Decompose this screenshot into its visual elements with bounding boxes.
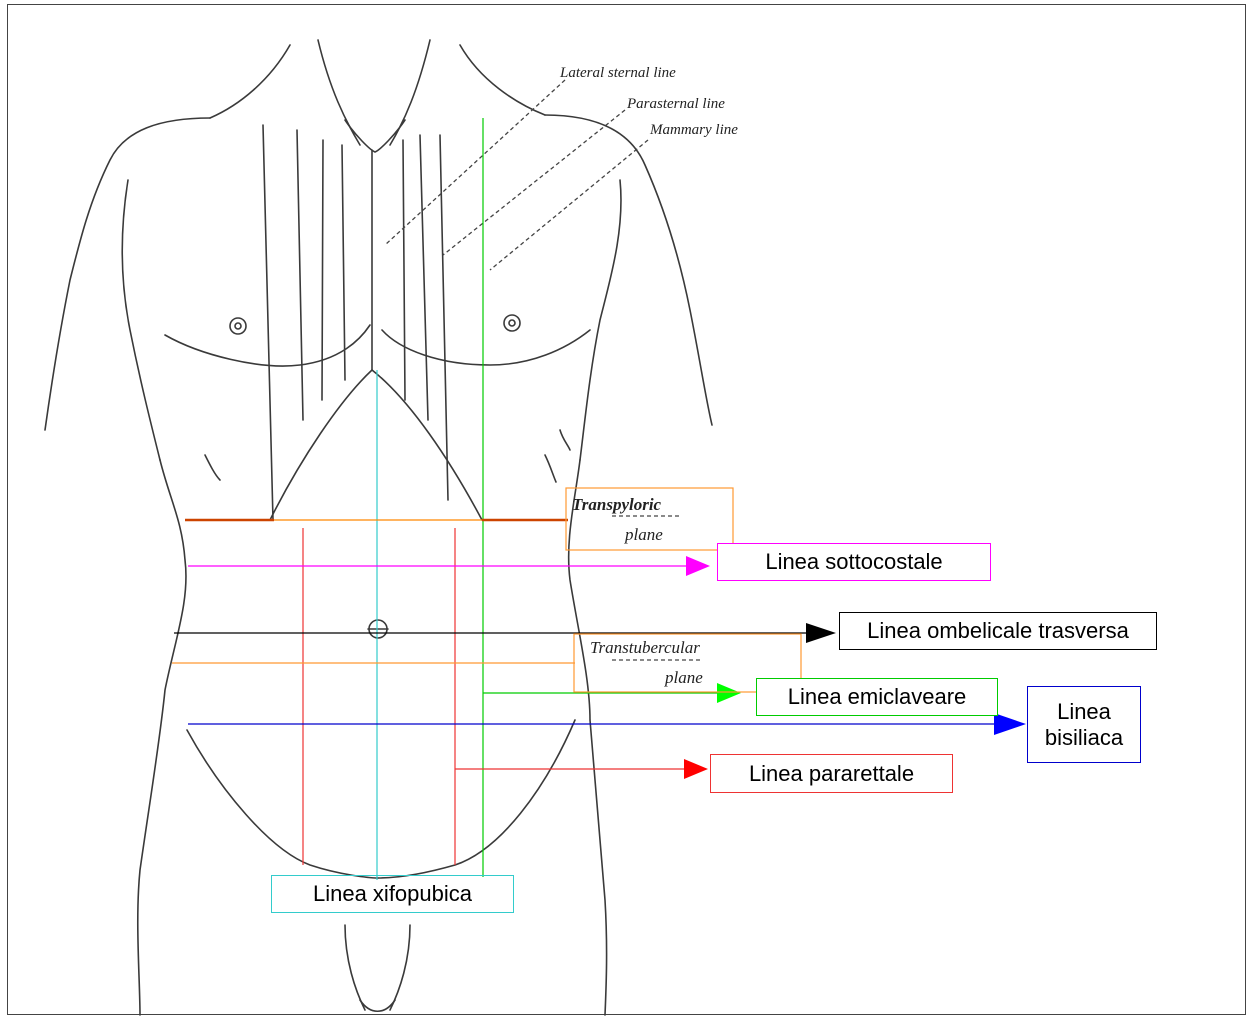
engraving-leader-lines: [385, 80, 648, 270]
pararettale-arrowhead: [684, 759, 708, 779]
torso-drawing: [45, 40, 712, 1015]
bisiliaca-arrowhead: [994, 713, 1026, 735]
label-linea-ombelicale-trasversa: Linea ombelicale trasversa: [839, 612, 1157, 650]
emiclaveare-arrowhead: [717, 683, 741, 703]
label-linea-bisiliaca: Linea bisiliaca: [1027, 686, 1141, 763]
sottocostale-arrowhead: [686, 556, 710, 576]
label-linea-bisiliaca-line1: Linea: [1057, 699, 1111, 725]
label-transtubercular: Transtubercular: [590, 638, 700, 657]
label-transpyloric-plane: plane: [624, 525, 663, 544]
label-lateral-sternal-line: Lateral sternal line: [559, 65, 676, 81]
label-linea-xifopubica: Linea xifopubica: [271, 875, 514, 913]
label-transpyloric: Transpyloric: [572, 495, 662, 514]
label-mammary-line: Mammary line: [649, 122, 738, 138]
label-linea-emiclaveare: Linea emiclaveare: [756, 678, 998, 716]
label-parasternal-line: Parasternal line: [626, 96, 725, 112]
label-linea-bisiliaca-line2: bisiliaca: [1045, 725, 1123, 751]
label-linea-sottocostale: Linea sottocostale: [717, 543, 991, 581]
label-linea-pararettale: Linea pararettale: [710, 754, 953, 793]
label-transtubercular-plane: plane: [664, 668, 703, 687]
ombelicale-arrowhead: [806, 623, 836, 643]
